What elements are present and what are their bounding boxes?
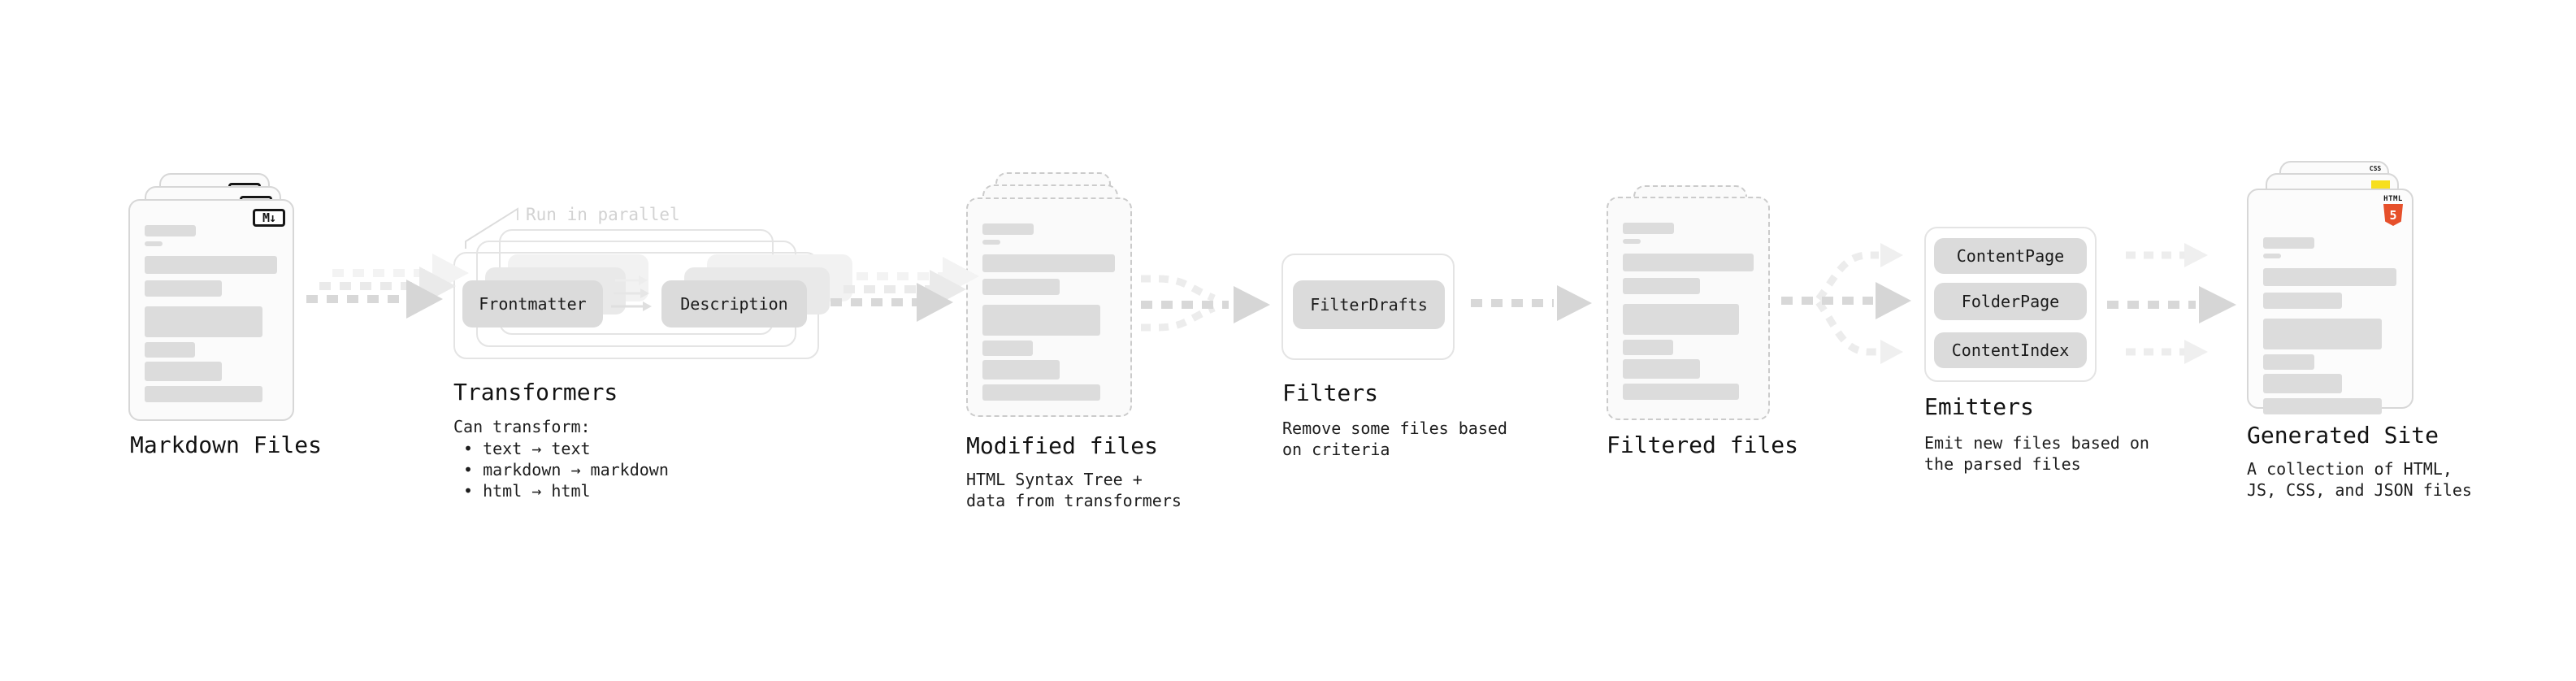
placeholder-text-bar — [1623, 340, 1673, 355]
placeholder-text-bar — [2263, 374, 2342, 393]
emitter-node-folderpage: FolderPage — [1934, 283, 2087, 320]
placeholder-text-bar — [145, 342, 195, 358]
javascript-icon — [2371, 180, 2390, 190]
transformer-node-frontmatter: Frontmatter — [462, 280, 603, 327]
placeholder-text-bar — [2263, 398, 2382, 414]
placeholder-text-bar — [2263, 254, 2281, 258]
placeholder-text-bar — [982, 384, 1100, 401]
placeholder-text-bar — [145, 256, 277, 274]
placeholder-text-bar — [982, 305, 1100, 336]
placeholder-text-bar — [982, 254, 1115, 272]
stage-title-generated-site: Generated Site — [2247, 422, 2439, 449]
generated-file-card-html: HTML 5 — [2247, 189, 2413, 414]
emitters-note-line1: Emit new files based on — [1924, 433, 2149, 453]
placeholder-text-bar — [1623, 304, 1739, 335]
document-text-placeholder — [145, 225, 277, 402]
placeholder-text-bar — [1623, 223, 1674, 234]
document-text-placeholder — [982, 223, 1115, 401]
placeholder-text-bar — [982, 279, 1060, 295]
placeholder-text-bar — [2263, 319, 2382, 349]
placeholder-text-bar — [2263, 293, 2342, 309]
placeholder-text-bar — [145, 241, 163, 246]
stage-title-filters: Filters — [1282, 380, 1379, 406]
transformers-bullet-1: • text → text — [463, 439, 591, 458]
filters-note-line2: on criteria — [1282, 440, 1390, 459]
arrow-transformers-to-modified — [830, 257, 979, 322]
emitter-node-contentpage: ContentPage — [1934, 238, 2087, 274]
arrow-filters-to-filtered — [1471, 285, 1592, 321]
modified-file-card-front — [966, 197, 1132, 417]
placeholder-text-bar — [1623, 384, 1739, 400]
run-in-parallel-label: Run in parallel — [526, 205, 680, 224]
placeholder-text-bar — [1623, 359, 1700, 379]
placeholder-text-bar — [145, 225, 196, 236]
filter-node-filterdrafts: FilterDrafts — [1293, 280, 1445, 329]
filters-note-line1: Remove some files based — [1282, 419, 1507, 438]
transformers-note-heading: Can transform: — [453, 417, 591, 436]
placeholder-text-bar — [2263, 237, 2314, 249]
generated-note-line1: A collection of HTML, — [2247, 459, 2452, 479]
stage-title-emitters: Emitters — [1924, 393, 2034, 420]
markdown-file-card-front: M↓ — [128, 199, 294, 421]
placeholder-text-bar — [145, 280, 222, 297]
stage-title-filtered-files: Filtered files — [1607, 432, 1799, 458]
arrow-markdown-to-transformers — [306, 254, 469, 319]
placeholder-text-bar — [1623, 239, 1641, 244]
placeholder-text-bar — [2263, 354, 2314, 370]
filtered-file-card-front — [1607, 197, 1770, 420]
placeholder-text-bar — [1623, 278, 1700, 294]
placeholder-text-bar — [982, 240, 1000, 245]
placeholder-text-bar — [982, 340, 1033, 356]
markdown-icon: M↓ — [253, 209, 285, 227]
arrow-emitters-to-generated — [2107, 243, 2236, 364]
placeholder-text-bar — [145, 386, 262, 402]
placeholder-text-bar — [2263, 268, 2396, 286]
document-text-placeholder — [1623, 223, 1754, 400]
arrow-modified-to-filters-merge — [1141, 275, 1270, 332]
transformers-bullet-3: • html → html — [463, 481, 591, 501]
placeholder-text-bar — [145, 306, 262, 337]
transformers-bullet-2: • markdown → markdown — [463, 460, 669, 479]
placeholder-text-bar — [982, 360, 1060, 380]
arrow-filtered-to-emitters-fanout — [1781, 243, 1911, 364]
emitters-note-line2: the parsed files — [1924, 454, 2081, 474]
stage-title-modified-files: Modified files — [966, 432, 1159, 459]
stage-title-transformers: Transformers — [453, 379, 618, 406]
emitter-node-contentindex: ContentIndex — [1934, 332, 2087, 368]
placeholder-text-bar — [982, 223, 1034, 235]
stage-title-markdown-files: Markdown Files — [130, 432, 323, 458]
transformer-node-description: Description — [661, 280, 807, 327]
generated-note-line2: JS, CSS, and JSON files — [2247, 480, 2472, 500]
modified-note-line1: HTML Syntax Tree + — [966, 470, 1143, 489]
html5-icon: HTML 5 — [2383, 195, 2404, 226]
placeholder-text-bar — [145, 362, 222, 381]
placeholder-text-bar — [1623, 254, 1754, 271]
document-text-placeholder — [2263, 237, 2396, 414]
modified-note-line2: data from transformers — [966, 491, 1182, 510]
